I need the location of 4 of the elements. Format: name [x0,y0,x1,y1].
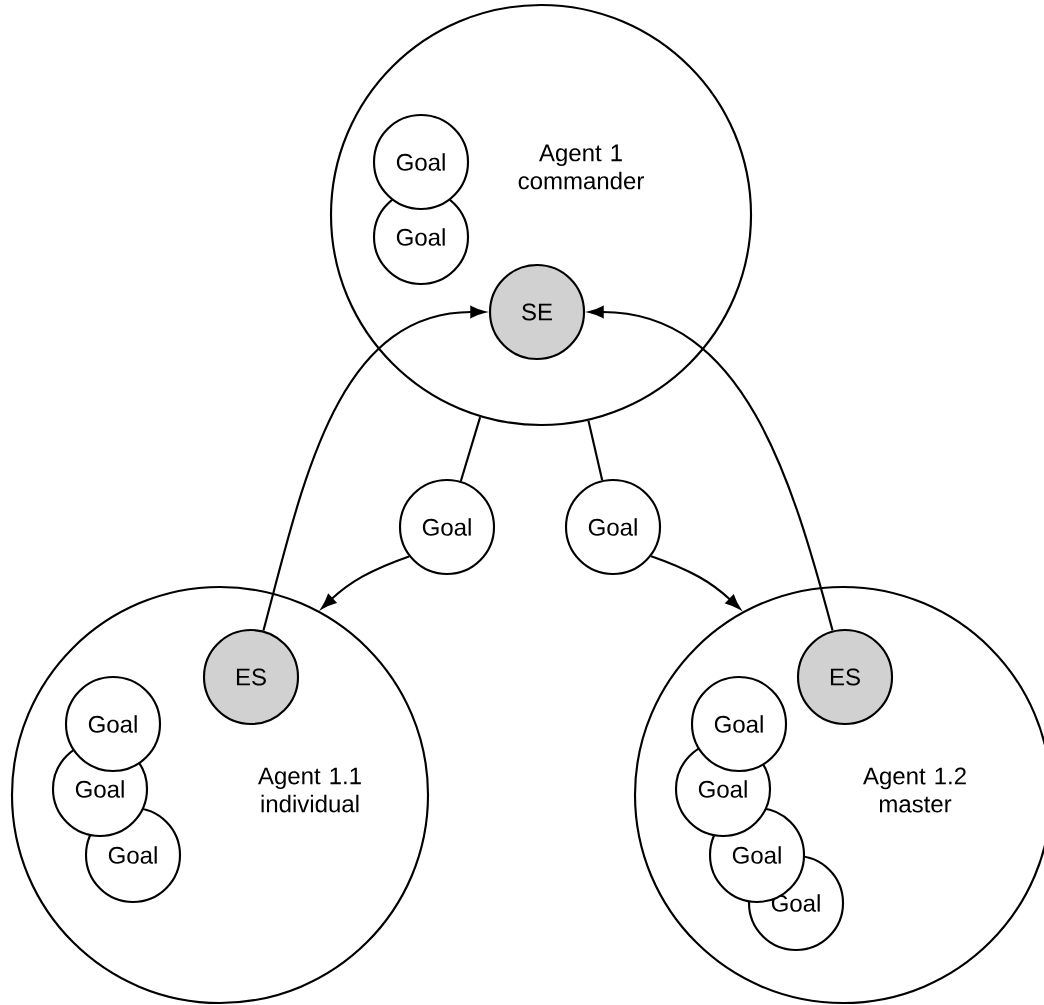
arrow [262,306,486,631]
arrow [321,555,410,609]
arrow [588,306,834,631]
arrow [650,555,741,610]
